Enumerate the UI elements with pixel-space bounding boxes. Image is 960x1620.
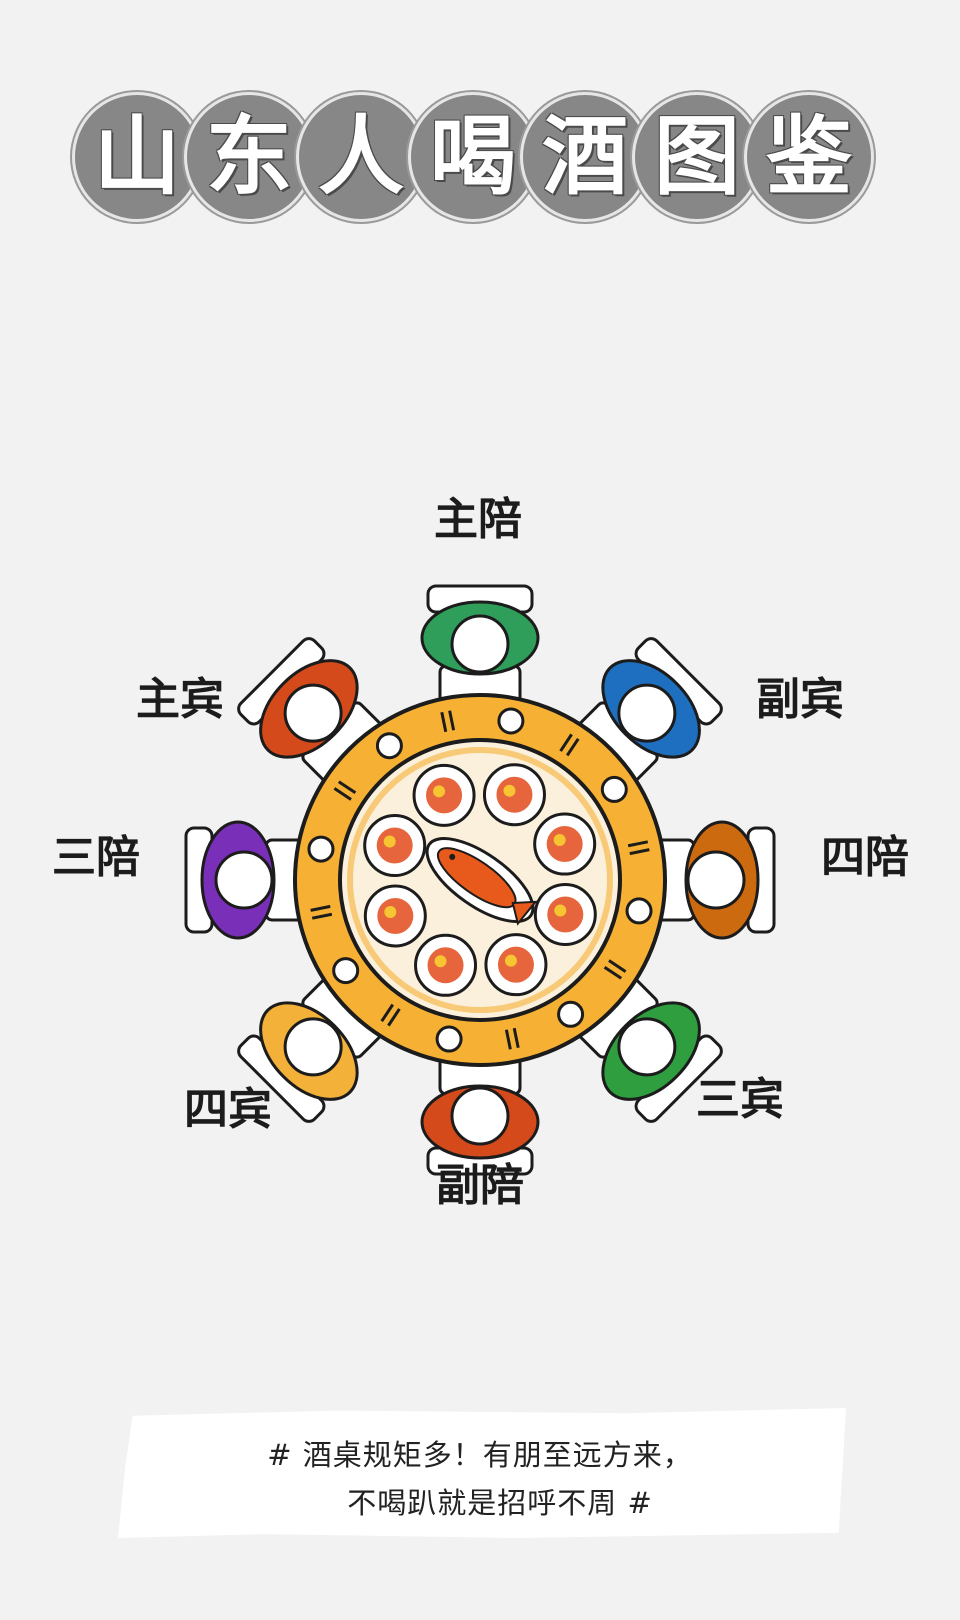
fish-dish — [425, 837, 538, 926]
cup — [625, 897, 653, 925]
cup — [435, 1025, 463, 1053]
seat-label-3: 三宾 — [696, 1074, 784, 1125]
cup — [557, 1000, 585, 1028]
cup — [307, 835, 335, 863]
title-char: 图 — [632, 92, 762, 222]
caption-line-1: # 酒桌规矩多！有朋至远方来， — [267, 1438, 693, 1472]
chopsticks — [310, 904, 333, 920]
title-char: 人 — [296, 92, 426, 222]
round-table — [293, 693, 667, 1067]
seat-label-2: 四陪 — [821, 832, 909, 883]
chopsticks — [333, 780, 357, 801]
title-char: 山 — [72, 92, 202, 222]
chopsticks — [603, 959, 627, 980]
cup — [375, 732, 403, 760]
seats-layer — [184, 584, 776, 1176]
seat-label-4: 副陪 — [436, 1160, 524, 1211]
seat-label-7: 主宾 — [136, 674, 224, 725]
chopsticks — [440, 710, 456, 733]
seat-5 — [237, 967, 393, 1123]
cup — [600, 775, 628, 803]
seat-1 — [567, 637, 723, 793]
title-char: 喝 — [408, 92, 538, 222]
chopsticks — [504, 1027, 520, 1050]
title-char: 东 — [184, 92, 314, 222]
cup — [332, 957, 360, 985]
caption-box — [118, 1408, 846, 1538]
seat-7 — [237, 637, 393, 793]
caption-line-2: 不喝趴就是招呼不周 # — [347, 1486, 653, 1520]
seat-label-0: 主陪 — [434, 494, 522, 545]
seat-label-6: 三陪 — [52, 832, 140, 883]
chopsticks — [627, 840, 650, 856]
chopsticks — [380, 1003, 401, 1027]
seat-3 — [567, 967, 723, 1123]
cup — [497, 707, 525, 735]
seat-label-1: 副宾 — [756, 674, 844, 725]
title-banner: 山 东 人 喝 酒 图 鉴 — [72, 92, 892, 222]
title-char: 酒 — [520, 92, 650, 222]
chopsticks — [559, 733, 580, 757]
title-char: 鉴 — [744, 92, 874, 222]
seat-label-5: 四宾 — [184, 1084, 272, 1135]
